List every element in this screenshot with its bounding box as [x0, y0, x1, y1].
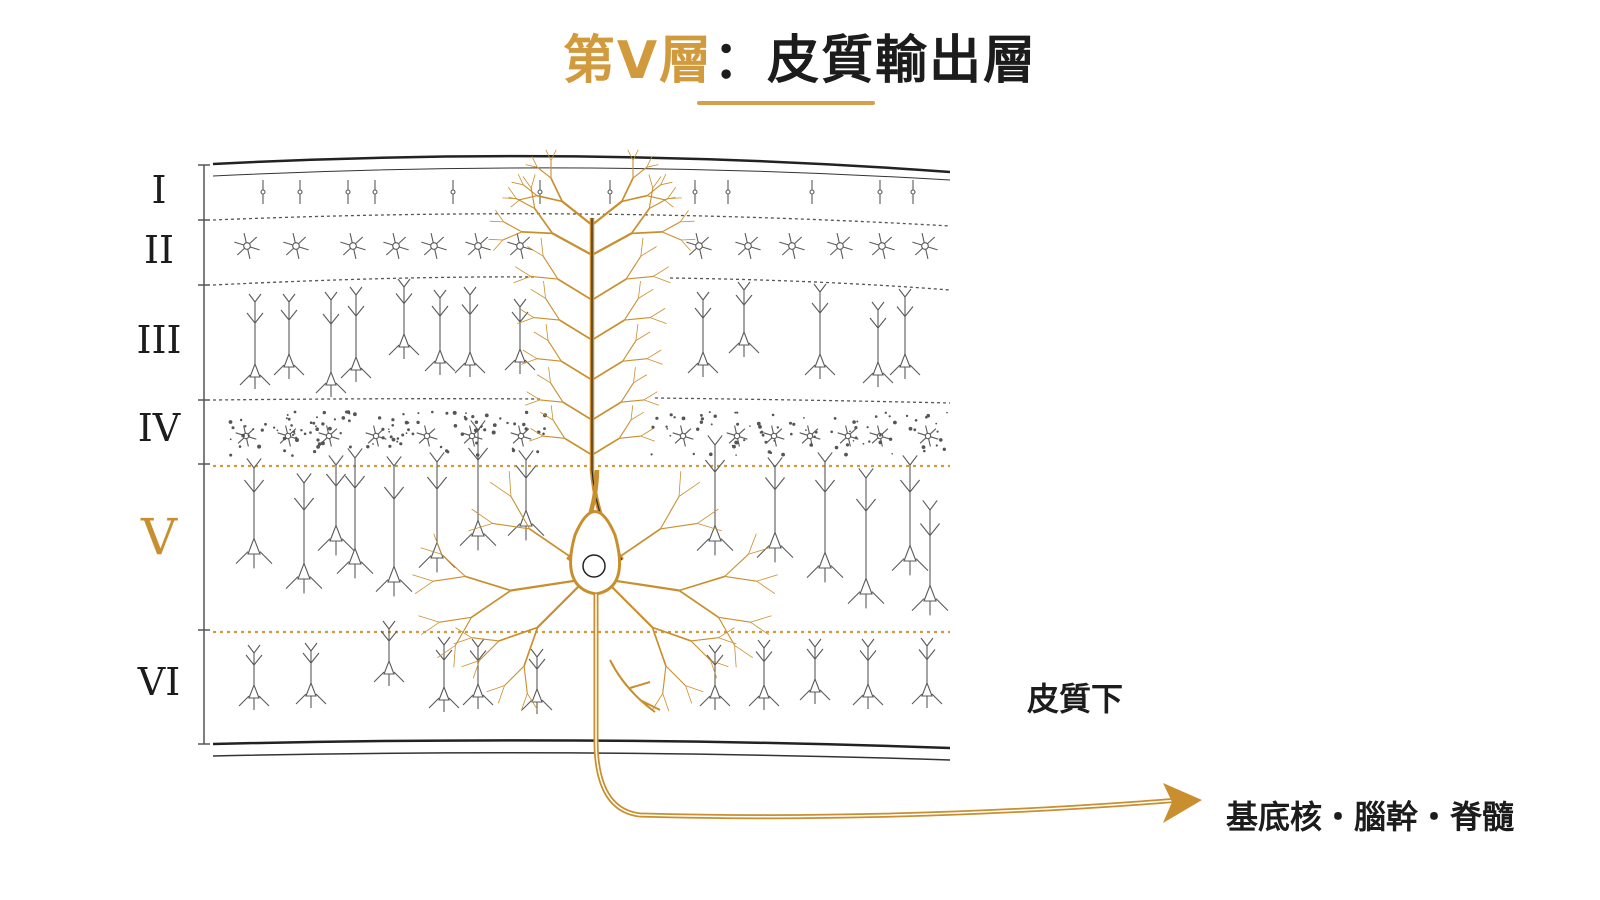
pyramidal-neuron	[315, 291, 347, 397]
stellate-neuron	[779, 233, 805, 259]
stellate-neuron	[507, 233, 533, 259]
layer-i-neuron	[725, 180, 731, 204]
layer-i-neuron	[372, 180, 378, 204]
pyramidal-neuron	[911, 500, 949, 616]
pyramidal-neuron	[748, 639, 780, 710]
stellate-neuron	[510, 425, 532, 447]
stellate-neuron	[917, 425, 939, 447]
pyramidal-neuron	[317, 455, 355, 556]
pyramidal-neuron	[862, 301, 894, 387]
white-matter-boundary	[212, 739, 951, 750]
stellate-neuron	[672, 425, 694, 447]
layer-label-2: II	[143, 228, 175, 272]
pyramidal-neuron	[273, 293, 305, 379]
pyramidal-neuron	[804, 283, 836, 379]
pyramidal-neuron	[238, 644, 270, 710]
pyramidal-neuron	[454, 286, 486, 377]
pyramidal-neuron	[891, 455, 929, 576]
pyramidal-neuron	[340, 286, 372, 382]
layer-i-neuron	[260, 180, 266, 204]
layer-label-6: VI	[137, 660, 181, 704]
pyramidal-neuron	[375, 456, 413, 597]
layer-label-5: V	[140, 508, 178, 566]
stellate-neuron	[735, 233, 761, 259]
stellate-neuron	[869, 233, 895, 259]
pyramidal-neuron	[373, 620, 405, 686]
pyramidal-neuron	[847, 468, 885, 609]
layer-i-neuron	[297, 180, 303, 204]
pial-surface	[212, 154, 951, 174]
pyramidal-neuron	[889, 288, 921, 379]
pyramidal-neuron	[235, 458, 273, 569]
background-neurons	[234, 180, 949, 714]
layer-v-nucleus	[582, 554, 606, 578]
pyramidal-neuron	[239, 293, 271, 389]
pyramidal-neuron	[687, 291, 719, 377]
layer-v-soma	[569, 510, 622, 596]
pyramidal-neuron	[504, 298, 536, 374]
stellate-neuron	[340, 233, 366, 259]
pyramidal-neuron	[911, 637, 943, 708]
pyramidal-neuron	[424, 289, 456, 375]
stellate-neuron	[416, 425, 438, 447]
stellate-neuron	[827, 233, 853, 259]
title-underline	[697, 101, 875, 105]
layer-label-1: I	[151, 168, 167, 212]
layer-label-4: IV	[137, 406, 181, 450]
pyramidal-neuron	[756, 457, 794, 563]
pyramidal-neuron	[699, 644, 731, 710]
title-accent: 第V層	[562, 31, 714, 91]
pyramidal-neuron	[521, 648, 553, 714]
pyramidal-neuron	[728, 281, 760, 357]
pyramidal-neuron	[799, 638, 831, 704]
layer-i-neuron	[809, 180, 815, 204]
stellate-neuron	[421, 233, 447, 259]
pyramidal-neuron	[459, 420, 497, 551]
layer-v-axon	[593, 594, 1181, 820]
stellate-neuron	[726, 425, 748, 447]
axon-collateral	[609, 659, 661, 713]
layer-i-neuron	[910, 180, 916, 204]
target-regions-label: 基底核・腦幹・脊髓	[1226, 798, 1515, 836]
pyramidal-neuron	[852, 638, 884, 709]
pyramidal-neuron	[696, 435, 734, 556]
pyramidal-neuron	[418, 452, 456, 573]
stellate-neuron	[383, 233, 409, 259]
stellate-neuron	[234, 233, 260, 259]
layer-label-3: III	[136, 318, 182, 362]
stellate-neuron	[912, 233, 938, 259]
pyramidal-neuron	[336, 448, 374, 579]
layer-bracket	[198, 164, 210, 745]
layer-v-pyramidal-neuron	[412, 149, 1202, 823]
stellate-neuron	[465, 233, 491, 259]
pyramidal-neuron	[428, 636, 460, 712]
pyramidal-neuron	[295, 642, 327, 708]
pyramidal-neuron	[806, 452, 844, 583]
stellate-neuron	[799, 425, 821, 447]
pyramidal-neuron	[462, 638, 494, 709]
layer-i-neuron	[345, 180, 351, 204]
layer-i-neuron	[877, 180, 883, 204]
layer-i-neuron	[537, 180, 543, 204]
pyramidal-neuron	[388, 278, 420, 359]
layer-i-neuron	[692, 180, 698, 204]
stellate-neuron	[283, 233, 309, 259]
stellate-neuron	[277, 425, 299, 447]
pyramidal-neuron	[285, 473, 323, 594]
layer-i-neuron	[607, 180, 613, 204]
axon-arrowhead	[1163, 783, 1202, 823]
title-main: ：皮質輸出層	[713, 31, 1038, 91]
layer-boundaries	[212, 213, 951, 404]
layer-i-neuron	[450, 180, 456, 204]
stellate-neuron	[686, 233, 712, 259]
page-title: 第V層：皮質輸出層	[0, 18, 1600, 93]
subcortex-label: 皮質下	[1027, 680, 1124, 718]
